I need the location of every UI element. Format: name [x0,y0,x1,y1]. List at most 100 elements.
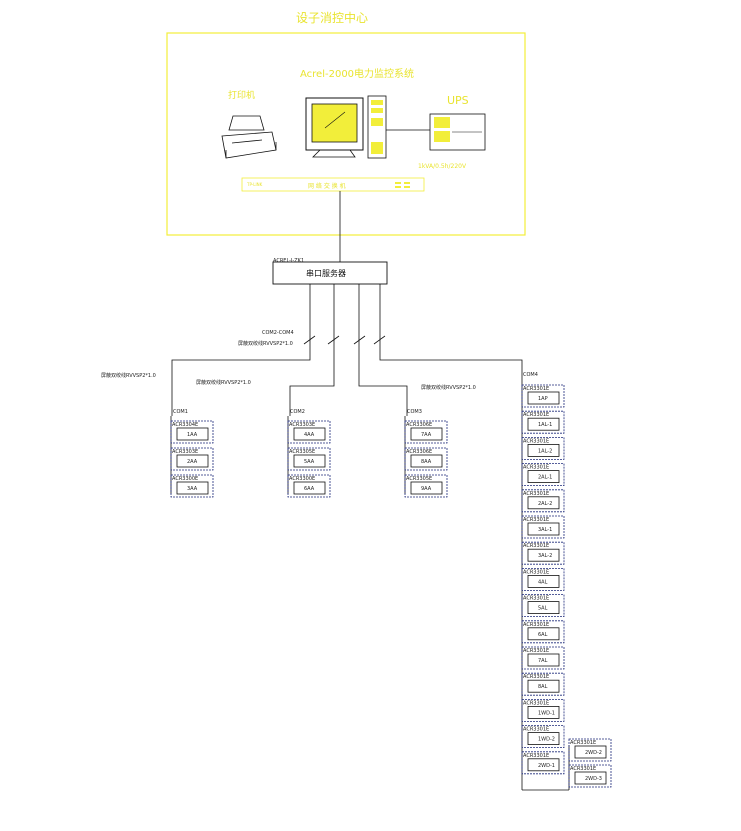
meter-block: ACR3301E 2AL-1 [521,463,565,487]
meter-tag: 2WD-2 [585,750,602,756]
meter-model: ACR3301E [523,753,549,759]
meter-frame [521,620,565,644]
meter-box [527,627,560,641]
branch-3-port: COM3 [407,409,422,415]
ups-note: 1kVA/0.5h/220V [418,163,467,170]
meter-box [574,745,607,759]
bus-cable: 屏蔽双绞线RVVSP2*1.0 [238,340,293,347]
meter-tag: 2AL-1 [538,475,552,481]
meter-box [527,653,560,667]
branch-1-cable: 屏蔽双绞线RVVSP2*1.0 [101,372,156,379]
meter-box [176,427,209,441]
meter-tag: 9AA [421,486,432,492]
meter-tag: 1WD-2 [538,737,555,743]
meter-tag: 4AL [538,579,548,585]
meter-box [527,443,560,457]
meter-model: ACR3303E [289,422,315,428]
meter-frame [521,672,565,696]
meter-box [527,391,560,405]
system-name: Acrel-2000电力监控系统 [300,67,414,80]
meter-model: ACR3301E [523,596,549,602]
meter-frame [404,474,448,498]
meter-frame [521,410,565,434]
meter-frame [521,568,565,591]
meter-model: ACR3301E [523,700,549,706]
meter-tag: 6AA [304,486,315,492]
meter-model: ACR3301E [523,412,549,418]
meter-tag: 2AL-2 [538,501,552,507]
meter-box [527,575,560,588]
meter-model: ACR3301E [523,569,549,575]
meter-tag: 1WD-1 [538,710,555,716]
meter-tag: 6AL [538,632,548,638]
meter-block: ACR3301E 1AL-1 [521,410,565,434]
meter-tag: 5AL [538,606,548,612]
meter-model: ACR3301E [523,622,549,628]
meter-model: ACR3301E [523,491,549,497]
meter-block: ACR3301E 2AL-2 [521,489,565,513]
meter-tag: 1AA [187,432,198,438]
meter-box [527,496,560,510]
control-center-frame [166,32,526,236]
meter-model: ACR3301E [523,517,549,523]
meter-model: ACR3301E [523,674,549,680]
meter-model: ACR3303E [172,449,198,455]
switch-label: 网 络 交 换 机 [308,182,346,190]
meter-frame [287,474,331,498]
meter-model: ACR3304E [172,422,198,428]
meter-box [410,481,443,495]
meter-frame [521,751,565,775]
meter-frame [521,541,565,565]
meter-block: ACR3301E 5AL [521,594,565,617]
meter-block: ACR3301E 2WD-1 [521,751,565,775]
meter-model: ACR3300E [172,476,198,482]
meter-frame [521,384,565,408]
branch-2-port: COM2 [290,409,305,415]
meter-model: ACR3301E [523,465,549,471]
meter-model: ACR3301E [570,766,596,772]
meter-box [527,706,560,719]
pc-tower-icon [367,95,387,159]
branch-2-cable: 屏蔽双绞线RVVSP2*1.0 [196,379,251,386]
printer-label: 打印机 [228,89,255,101]
meter-model: ACR3305E [406,476,432,482]
server-tag: ACREL-I-ZK1 [273,258,304,264]
meter-frame [521,725,565,748]
meter-tag: 1AL-1 [538,422,552,428]
meter-box [176,481,209,495]
meter-tag: 8AA [421,459,432,465]
meter-frame [170,447,214,471]
meter-box [527,758,560,772]
meter-frame [521,515,565,539]
meter-tag: 3AL-2 [538,553,552,559]
meter-model: ACR3306E [406,449,432,455]
meter-frame [521,594,565,617]
meter-frame [287,447,331,471]
server-label: 串口服务器 [306,268,346,278]
meter-box [527,417,560,431]
meter-frame [170,420,214,444]
meter-tag: 2WD-1 [538,763,555,769]
meter-block: ACR3301E 1WD-2 [521,725,565,748]
bus-lines [171,284,523,416]
meter-frame [287,420,331,444]
meter-model: ACR3301E [523,727,549,733]
meter-frame [521,646,565,670]
meter-model: ACR3306E [406,422,432,428]
meter-block: ACR3305E 9AA [404,474,448,498]
meter-model: ACR3301E [523,386,549,392]
meter-frame [170,474,214,498]
meter-box [293,481,326,495]
